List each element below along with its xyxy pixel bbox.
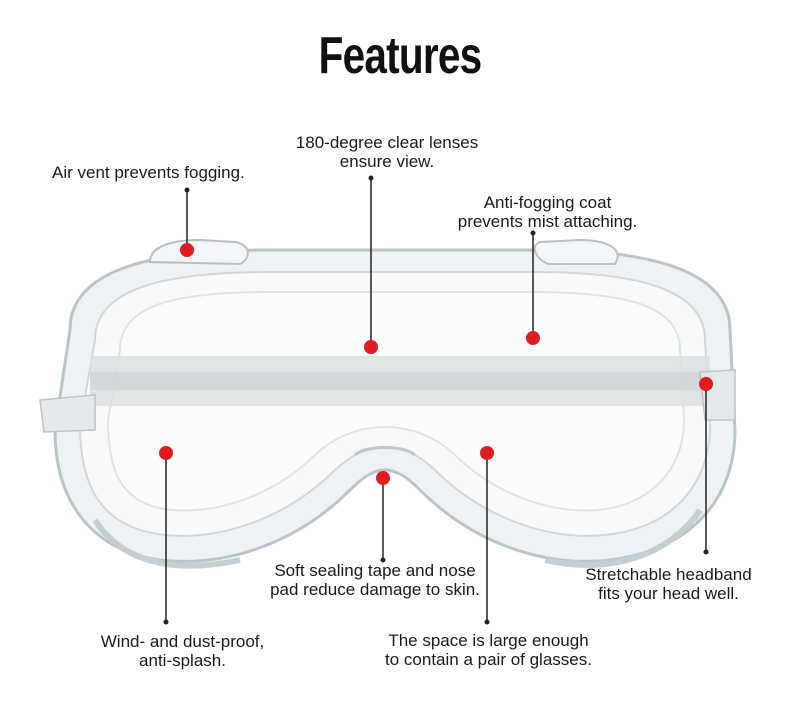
bottom-cushion-right xyxy=(544,508,703,568)
callout-end-dust-proof xyxy=(163,619,169,625)
label-headband: Stretchable headband fits your head well… xyxy=(585,565,752,603)
label-anti-fog: Anti-fogging coat prevents mist attachin… xyxy=(457,193,638,231)
label-air-vent: Air vent prevents fogging. xyxy=(52,163,245,182)
callout-end-clear-lenses xyxy=(368,175,374,181)
marker-dot-space xyxy=(480,446,494,460)
air-vent-right xyxy=(533,238,619,265)
callout-end-air-vent xyxy=(184,187,190,193)
label-clear-lenses: 180-degree clear lenses ensure view. xyxy=(295,133,479,171)
side-strap-left xyxy=(39,394,96,433)
marker-dot-anti-fog xyxy=(526,331,540,345)
marker-dot-air-vent xyxy=(180,243,194,257)
label-sealing: Soft sealing tape and nose pad reduce da… xyxy=(270,561,480,599)
marker-dot-clear-lenses xyxy=(364,340,378,354)
label-space: The space is large enough to contain a p… xyxy=(385,631,592,669)
air-vent-left xyxy=(148,238,249,266)
callout-end-headband xyxy=(703,549,709,555)
marker-dot-headband xyxy=(699,377,713,391)
callout-end-anti-fog xyxy=(530,230,536,236)
marker-dot-sealing xyxy=(376,471,390,485)
nose-bridge xyxy=(353,446,417,457)
label-dust-proof: Wind- and dust-proof, anti-splash. xyxy=(100,632,265,670)
page-title: Features xyxy=(318,27,483,85)
bottom-cushion-left xyxy=(92,518,241,569)
callout-end-space xyxy=(484,619,490,625)
callout-end-sealing xyxy=(380,557,386,563)
marker-dot-dust-proof xyxy=(159,446,173,460)
